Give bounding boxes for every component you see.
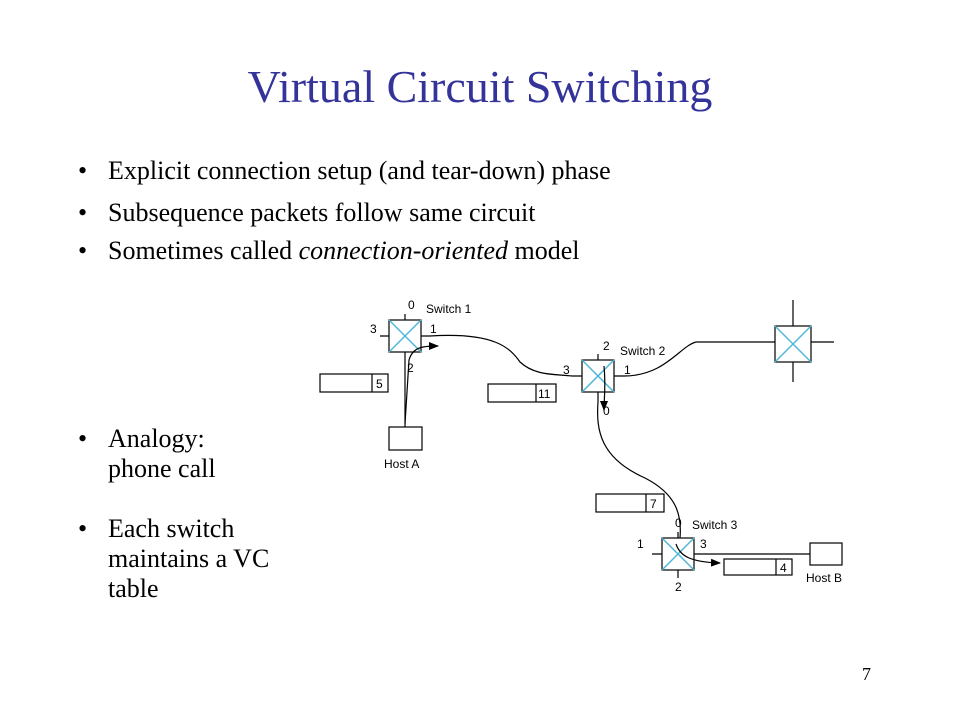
switch-3-label: Switch 3 [692,518,738,532]
bullet-3: • Sometimes called connection-oriented m… [78,236,580,266]
packet-body [723,558,793,576]
switch-1-port-0: 0 [408,298,415,312]
packet-vci-11: 11 [487,383,557,403]
bullet-3-emphasis: connection-oriented [298,236,508,265]
switch-3-port-2: 2 [675,580,682,594]
switch-1-port-2: 2 [407,361,414,375]
switch-3 [652,532,700,578]
bullet-analogy-line-1: Analogy: [108,424,205,453]
packet-body [487,383,557,403]
switch-4-cross [774,325,812,363]
switch-2-port-0: 0 [603,404,610,418]
bullet-2: • Subsequence packets follow same circui… [78,198,536,228]
switch-3-cross [661,537,695,571]
bullet-marker: • [78,514,88,543]
host-a-box [388,426,423,451]
switch-1-port-3: 3 [370,322,377,336]
switch-1-label: Switch 1 [426,302,472,316]
arrow-switch1-path [404,342,439,425]
bullet-vc-table-line-3: table [108,574,159,603]
bullet-3-text-end: model [508,236,580,265]
link-switch2-switch4 [623,341,697,377]
arrow-switch3-path [675,543,721,567]
page-number: 7 [862,664,871,684]
switch-2 [572,354,624,402]
packet-vci-label: 7 [650,497,657,511]
host-a-label: Host A [384,457,419,471]
arrow-switch2-path [600,365,609,411]
packet-vci-7: 7 [595,493,665,513]
packet-vci-5: 5 [319,373,389,393]
bullet-marker: • [78,156,88,185]
bullet-1: • Explicit connection setup (and tear-do… [78,156,611,186]
packet-vci-label: 5 [376,377,383,391]
bullet-3-text: Sometimes called [108,236,299,265]
bullet-1-text: Explicit connection setup (and tear-down… [108,156,611,185]
switch-1-cross [388,319,422,353]
packet-body [319,373,389,393]
switch-2-cross [581,359,615,393]
switch-2-port-1: 1 [624,363,631,377]
switch-1 [380,314,430,430]
host-b-label: Host B [806,571,842,585]
bullet-vc-table-line-2: maintains a VC [108,544,270,573]
bullet-vc-table-line-1: Each switch [108,514,235,543]
bullet-marker: • [78,198,88,227]
link-switch1-switch2 [429,334,573,377]
packet-vci-label: 4 [780,561,787,575]
packet-vci-label: 11 [538,387,551,401]
switch-2-port-3: 3 [563,363,570,377]
switch-4 [696,300,834,382]
bullet-analogy: • Analogy: phone call [78,424,216,484]
slide-title: Virtual Circuit Switching [247,61,713,112]
switch-3-port-3: 3 [700,537,707,551]
bullet-analogy-line-2: phone call [108,454,216,483]
link-switch2-switch3 [597,401,681,539]
switch-1-port-1: 1 [430,322,437,336]
bullet-2-text: Subsequence packets follow same circuit [108,198,536,227]
packet-body [595,493,665,513]
bullet-vc-table: • Each switch maintains a VC table [78,514,270,604]
switch-3-port-1: 1 [637,537,644,551]
host-b-box [809,542,843,566]
switch-3-port-0: 0 [675,516,682,530]
bullet-marker: • [78,424,88,453]
switch-2-port-2: 2 [603,339,610,353]
switch-2-label: Switch 2 [620,344,666,358]
packet-vci-4: 4 [723,558,793,576]
bullet-marker: • [78,236,88,265]
